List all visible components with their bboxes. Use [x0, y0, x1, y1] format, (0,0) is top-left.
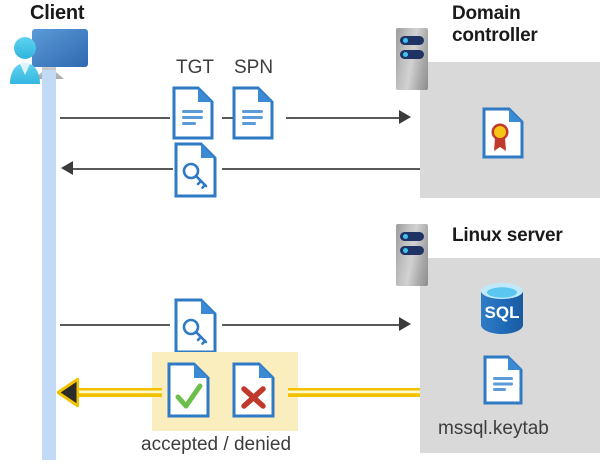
- document-icon: [172, 86, 214, 140]
- linux-server-title: Linux server: [452, 225, 563, 246]
- client-lifeline: [42, 70, 56, 460]
- result-line-segment: [288, 388, 420, 397]
- request-line-segment: [60, 117, 170, 119]
- keytab-filename-label: mssql.keytab: [438, 418, 549, 439]
- ticket-arrowhead: [61, 161, 73, 175]
- service-request-arrowhead: [399, 317, 411, 331]
- result-caption: accepted / denied: [141, 434, 292, 455]
- ticket-line-segment: [222, 168, 420, 170]
- server-rack-icon: [396, 28, 428, 90]
- accepted-document-icon: [167, 362, 211, 418]
- certificate-icon: [482, 107, 524, 159]
- service-request-line-segment: [60, 324, 170, 326]
- user-computer-icon: [8, 22, 90, 84]
- denied-document-icon: [232, 362, 276, 418]
- document-icon: [232, 86, 274, 140]
- tgt-label: TGT: [176, 57, 214, 78]
- request-arrowhead: [399, 110, 411, 124]
- request-line-segment: [286, 117, 400, 119]
- keytab-file-icon: [483, 355, 523, 405]
- client-title: Client: [30, 2, 85, 24]
- ticket-line-segment: [73, 168, 173, 170]
- svg-text:SQL: SQL: [485, 303, 520, 322]
- sql-database-icon: SQL: [476, 280, 528, 336]
- spn-label: SPN: [234, 57, 274, 78]
- service-request-line-segment: [222, 324, 400, 326]
- key-document-icon: [174, 298, 218, 354]
- result-line-segment: [74, 388, 162, 397]
- key-document-icon: [174, 142, 218, 198]
- domain-controller-title: Domain controller: [452, 3, 538, 46]
- result-arrowhead: [56, 377, 80, 408]
- server-rack-icon: [396, 224, 428, 286]
